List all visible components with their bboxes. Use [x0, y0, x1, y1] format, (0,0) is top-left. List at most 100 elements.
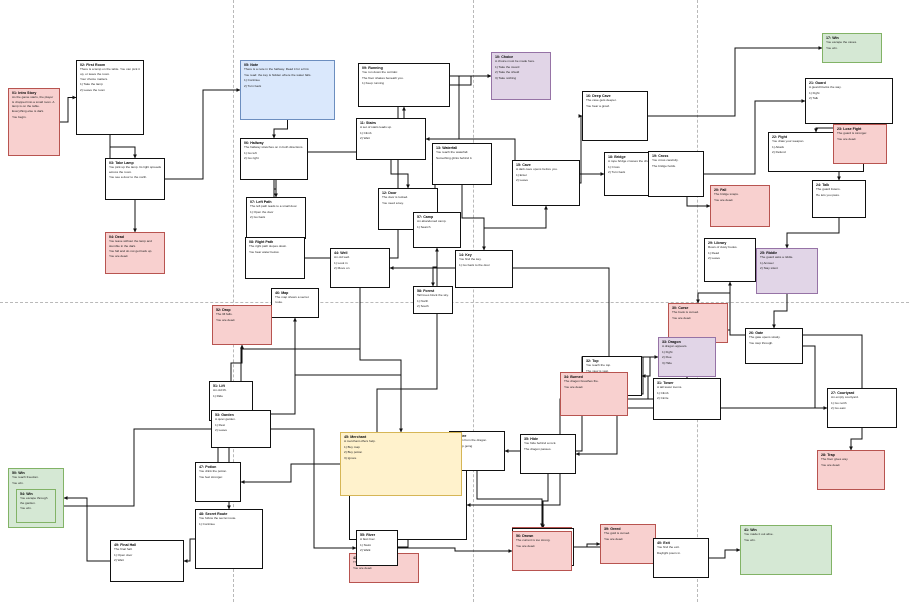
connector-n27-n28[interactable] — [849, 428, 863, 451]
connector-n14-n15[interactable] — [483, 205, 548, 250]
node-body-line: The dragon passes. — [524, 446, 552, 451]
node-body-line: You hide behind a rock. — [524, 441, 557, 446]
node-body-line: You drink the potion. — [199, 469, 228, 474]
connector-n40-n41[interactable] — [709, 548, 741, 559]
connector-n11-n12[interactable] — [390, 160, 410, 189]
node-body-line: 2) Turn back — [244, 83, 262, 88]
node-body-line: You escape through the garden. — [20, 496, 48, 505]
connector-n19-n21[interactable] — [704, 99, 806, 175]
connector-n29-n30[interactable] — [696, 282, 731, 304]
node-body-line: You reach the top. — [586, 363, 611, 368]
node-title: 40: Exit — [657, 541, 670, 545]
connector-n13-n14[interactable] — [461, 185, 486, 251]
connector-n45-n47[interactable] — [240, 463, 340, 484]
connector-n48-n49[interactable] — [183, 538, 195, 563]
connector-n36-n37[interactable] — [476, 471, 544, 528]
connector-n44-n53[interactable] — [239, 288, 361, 411]
connector-n25-n26[interactable] — [772, 294, 788, 329]
node-body: You made it out alive.You win. — [744, 532, 828, 542]
node-body-line: You need a key. — [382, 200, 404, 205]
node-body: The guard is stronger.You are dead. — [837, 131, 883, 141]
node-body-line: You are dead. — [216, 317, 236, 322]
connector-n45-n46[interactable] — [293, 317, 402, 432]
node-body-line: Tall trees block the sky. — [417, 293, 449, 298]
connector-n05-n06[interactable] — [272, 120, 288, 139]
connector-n15-n16[interactable] — [578, 114, 583, 184]
node-title: 35: Hide — [524, 437, 538, 441]
node-body-line: There is a lamp on the table. You can pi… — [80, 67, 140, 76]
node-body-line: The left path leads to a small door. — [250, 204, 298, 209]
connector-n53-n55[interactable] — [271, 428, 357, 550]
node-body-line: You fall and do not get back up. — [109, 249, 153, 253]
connector-n55-n56[interactable] — [398, 547, 513, 553]
connector-n31-n32[interactable] — [641, 374, 653, 400]
connector-n35-n38[interactable] — [541, 474, 549, 529]
connector-n53-n54[interactable] — [55, 428, 211, 508]
connector-n49-n50[interactable] — [63, 496, 110, 562]
node-title: 49: Final Hall — [114, 543, 137, 547]
connector-n57-n58[interactable] — [431, 248, 438, 287]
node-body-line: You reach the waterfall. — [436, 150, 469, 155]
connector-n26-n27[interactable] — [803, 345, 828, 410]
connector-n51-n52[interactable] — [230, 344, 244, 381]
connector-n44-n45[interactable] — [359, 288, 403, 433]
connector-n01-n02[interactable] — [60, 95, 77, 123]
node-body-line: The guard listens. — [816, 187, 841, 192]
node-title: 50: Win — [12, 471, 25, 475]
connector-n24-n25[interactable] — [785, 218, 840, 249]
node-body: The book is cursed.You are dead. — [672, 310, 724, 320]
connector-n09-n10[interactable] — [450, 74, 492, 86]
connector-n32-n33[interactable] — [642, 355, 659, 377]
connector-n03-n05[interactable] — [165, 88, 241, 180]
connector-n16-n17[interactable] — [648, 46, 823, 117]
node-body-line: You read: the key is hidden where the wa… — [244, 72, 312, 77]
connector-n02-n03[interactable] — [109, 135, 137, 159]
